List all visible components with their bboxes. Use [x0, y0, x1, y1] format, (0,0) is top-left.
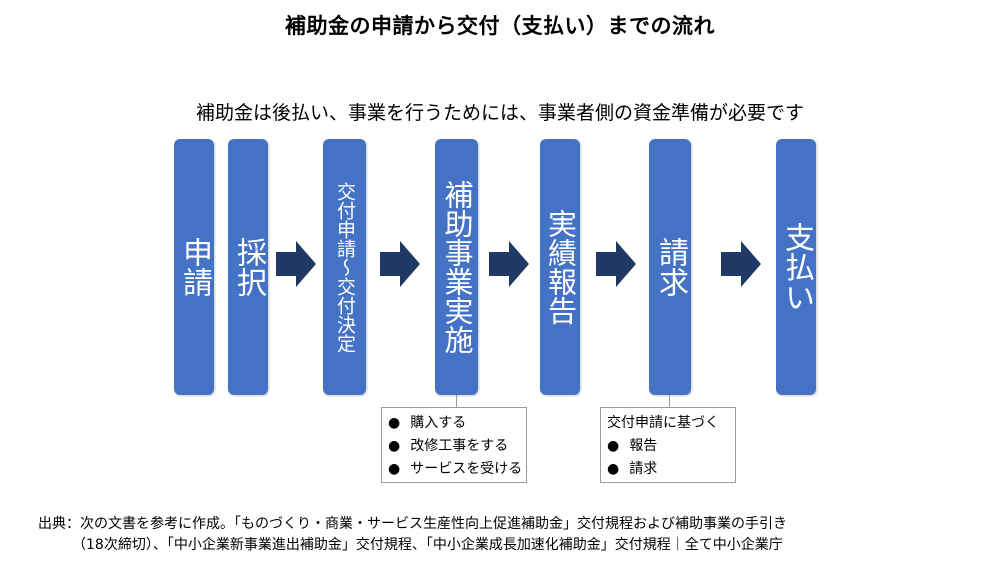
step-performance-report-label: 実績報告	[543, 209, 578, 325]
list-item: ● サービスを受ける	[388, 458, 523, 481]
step-adoption: 採択	[228, 139, 268, 395]
arrow-right-icon	[489, 241, 529, 287]
callout-project-execution: ● 購入する ● 改修工事をする ● サービスを受ける	[381, 407, 527, 483]
diagram-subtitle: 補助金は後払い、事業を行うためには、事業者側の資金準備が必要です	[195, 102, 804, 124]
callout-item-label: 購入する	[410, 415, 467, 431]
step-grant-decision: 交付申請〜交付決定	[323, 139, 366, 395]
step-payment: 支払い	[776, 139, 816, 395]
callout-item-label: サービスを受ける	[410, 461, 523, 477]
callout-heading: 交付申請に基づく	[607, 415, 719, 431]
list-item: ● 請求	[607, 458, 729, 481]
bullet-icon: ●	[388, 438, 401, 454]
bullet-icon: ●	[607, 438, 620, 454]
step-grant-decision-label: 交付申請〜交付決定	[334, 181, 356, 353]
arrow-right-icon	[276, 241, 316, 287]
list-item: ● 改修工事をする	[388, 435, 520, 458]
step-adoption-label: 採択	[231, 237, 266, 297]
bullet-icon: ●	[388, 415, 401, 431]
step-performance-report: 実績報告	[540, 139, 580, 395]
callout-leader-line	[669, 395, 670, 407]
step-application-label: 申請	[177, 237, 212, 297]
callout-item-label: 報告	[629, 438, 658, 454]
source-line-2: （18次締切）、「中小企業新事業進出補助金」交付規程、「中小企業成長加速化補助金…	[72, 537, 783, 553]
callout-item-label: 改修工事をする	[410, 438, 509, 454]
callout-claim: 交付申請に基づく ● 報告 ● 請求	[600, 407, 736, 483]
diagram-title: 補助金の申請から交付（支払い）までの流れ	[285, 14, 715, 38]
step-claim-label: 請求	[653, 237, 688, 297]
step-payment-label: 支払い	[779, 222, 814, 312]
callout-leader-line	[456, 395, 457, 407]
step-project-execution: 補助事業実施	[435, 139, 478, 395]
source-line-1: 出典：次の文書を参考に作成。「ものづくり・商業・サービス生産性向上促進補助金」交…	[38, 516, 787, 532]
callout-item-label: 請求	[629, 461, 658, 477]
arrow-right-icon	[721, 241, 761, 287]
arrow-right-icon	[596, 241, 636, 287]
step-application: 申請	[174, 139, 214, 395]
bullet-icon: ●	[388, 461, 401, 477]
source-note: 出典：次の文書を参考に作成。「ものづくり・商業・サービス生産性向上促進補助金」交…	[38, 514, 787, 556]
step-claim: 請求	[649, 139, 691, 395]
step-project-execution-label: 補助事業実施	[440, 180, 474, 354]
list-item: ● 報告	[607, 435, 729, 458]
list-item: ● 購入する	[388, 412, 520, 435]
bullet-icon: ●	[607, 461, 620, 477]
arrow-right-icon	[380, 241, 420, 287]
